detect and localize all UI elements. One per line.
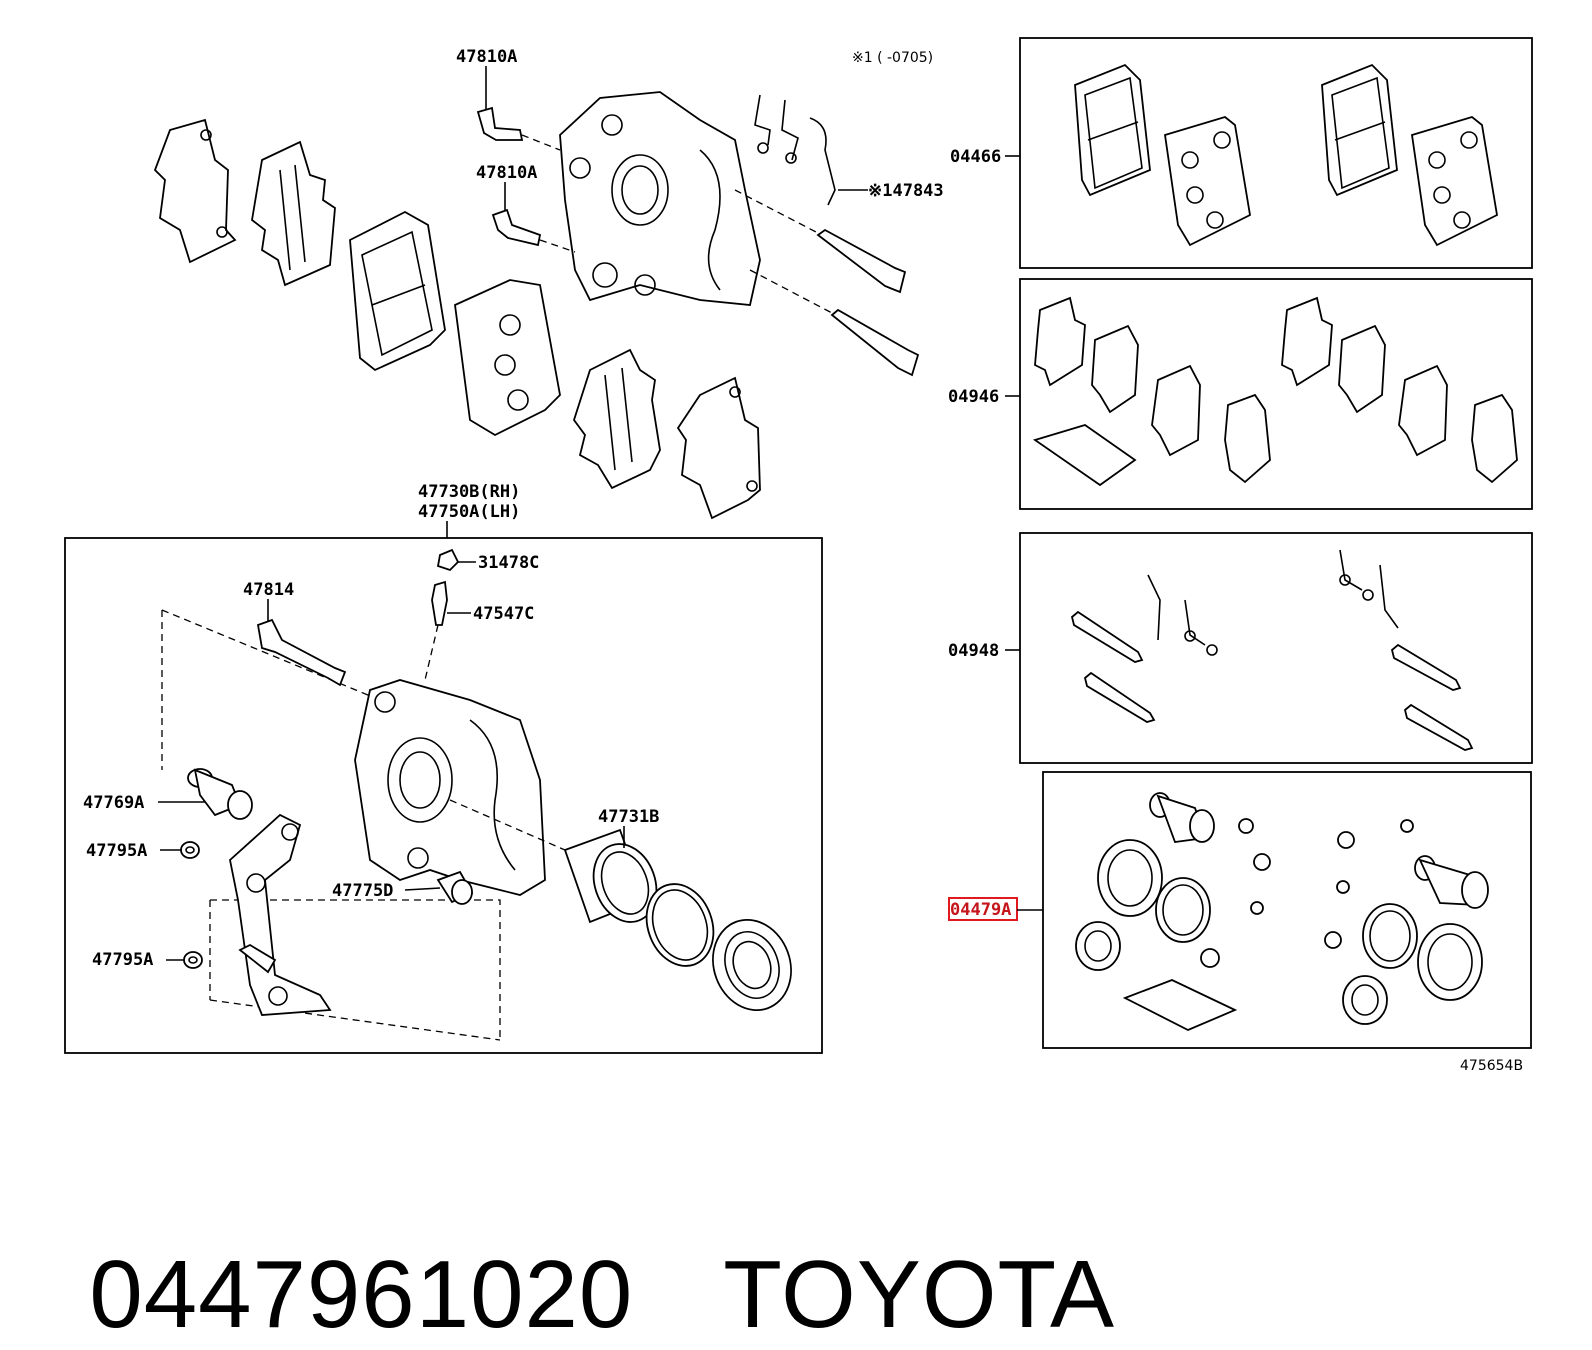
pad-kit-contents [1074, 63, 1498, 247]
part-number: 0447961020 [89, 1241, 634, 1348]
caliper-assembly [161, 548, 792, 1041]
washer-lower [183, 951, 203, 969]
parts-diagram: 47810A 47810A ※1 ( -0705) ※147843 47730B… [64, 37, 1533, 1074]
label-slide-pin: 47814 [243, 580, 294, 600]
part-caption: 0447961020 TOYOTA [34, 1130, 1115, 1350]
label-washer-b: 47795A [92, 950, 153, 970]
brand-name: TOYOTA [723, 1241, 1116, 1348]
caliper-body [354, 679, 546, 896]
pin-bolt-mid [491, 208, 576, 253]
bushing [436, 870, 474, 905]
bleeder-plug [431, 580, 448, 626]
label-footnote-range: ※1 ( -0705) [852, 50, 933, 66]
shim-kit-contents [1032, 296, 1518, 487]
cylinder-kit-contents [1075, 792, 1489, 1031]
label-fitting-kit: 04948 [948, 641, 999, 661]
label-clip-spring: ※147843 [868, 181, 944, 201]
label-piston: 47731B [598, 807, 659, 827]
label-caliper-rh: 47730B(RH) [418, 482, 520, 502]
figure-id: 475654B [1460, 1058, 1523, 1074]
outer-shim-right [676, 376, 761, 520]
cylinder-kit-highlight [948, 897, 1018, 921]
label-cylinder-kit: 04479A [950, 900, 1011, 920]
label-washer-a: 47795A [86, 841, 147, 861]
slide-pin [256, 618, 347, 687]
label-pin-bolt-mid: 47810A [476, 163, 537, 183]
piston-seal [645, 883, 715, 967]
caliper-assembly-box [64, 537, 823, 1054]
label-bleeder-plug: 47547C [473, 604, 534, 624]
shim-kit-box [1019, 278, 1533, 510]
guide-pin-lower [830, 308, 920, 377]
label-shim-kit: 04946 [948, 387, 999, 407]
label-caliper-lh: 47750A(LH) [418, 502, 520, 522]
label-bushing: 47775D [332, 881, 393, 901]
top-exploded-assembly [153, 91, 920, 520]
outer-shim-left [153, 118, 237, 264]
brake-pad-left [349, 210, 446, 372]
guide-pin-upper [816, 228, 907, 294]
label-bleeder-cap: 31478C [478, 553, 539, 573]
inner-shim-right [573, 348, 661, 490]
washer-upper [180, 841, 200, 859]
torque-plate [229, 813, 332, 1016]
pin-bolt-top [476, 106, 561, 151]
cylinder-boot [712, 918, 792, 1012]
label-pin-bolt-top: 47810A [456, 47, 517, 67]
fitting-kit-contents [1070, 549, 1474, 751]
dust-boot [187, 768, 253, 820]
fitting-kit-box [1019, 532, 1533, 764]
label-pad-kit: 04466 [950, 147, 1001, 167]
inner-shim-left [251, 140, 336, 287]
caliper-carrier [559, 91, 761, 306]
brake-pad-right [454, 279, 561, 437]
pad-kit-box [1019, 37, 1533, 269]
label-boot-a: 47769A [83, 793, 144, 813]
piston [563, 828, 658, 924]
bleeder-cap [436, 548, 460, 572]
anti-rattle-spring [754, 94, 836, 206]
